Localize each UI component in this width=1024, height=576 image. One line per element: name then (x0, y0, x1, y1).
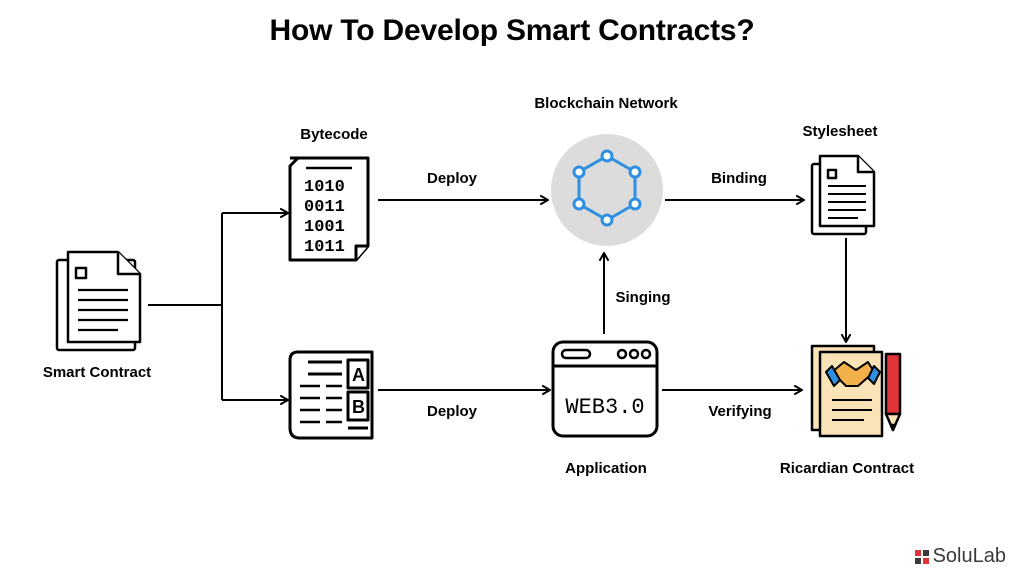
node-label-smart-contract: Smart Contract (42, 364, 152, 381)
diagram-title: How To Develop Smart Contracts? (269, 14, 755, 47)
node-label-blockchain-network: Blockchain Network (534, 95, 678, 112)
bytecode-text: 1010 0011 1001 1011 (304, 178, 345, 257)
abi-letter-b: B (352, 397, 365, 417)
stylesheet-document-icon (810, 154, 876, 236)
abi-letter-a: A (352, 365, 365, 385)
ricardian-contract-icon (810, 344, 902, 438)
web3-label: WEB3.0 (565, 395, 644, 420)
node-label-application: Application (565, 460, 647, 477)
solulab-logo: SoluLab (914, 545, 1006, 568)
node-label-stylesheet: Stylesheet (802, 123, 878, 140)
node-label-bytecode: Bytecode (300, 126, 368, 143)
connector-lines (148, 195, 851, 405)
bytecode-row-2: 0011 (304, 198, 345, 217)
solulab-logo-text: SoluLab (932, 545, 1006, 567)
abi-newspaper-icon (288, 350, 374, 440)
node-label-ricardian-contract: Ricardian Contract (779, 460, 915, 477)
bytecode-row-1: 1010 (304, 178, 345, 197)
web3-application-icon (551, 340, 659, 438)
solulab-logo-mark-icon (914, 549, 929, 564)
blockchain-network-icon (551, 134, 663, 246)
connector-smart-contract-branch (148, 213, 223, 400)
bytecode-document-icon (288, 156, 370, 262)
edge-label-binding: Binding (711, 170, 767, 187)
smart-contract-document-icon (55, 250, 142, 352)
abi-letters: A B (352, 365, 365, 417)
edge-label-deploy-bottom: Deploy (426, 403, 478, 420)
edge-label-singing: Singing (615, 289, 671, 306)
edge-label-deploy-top: Deploy (426, 170, 478, 187)
bytecode-row-4: 1011 (304, 238, 345, 257)
edge-label-verifying: Verifying (708, 403, 772, 420)
bytecode-row-3: 1001 (304, 218, 345, 237)
